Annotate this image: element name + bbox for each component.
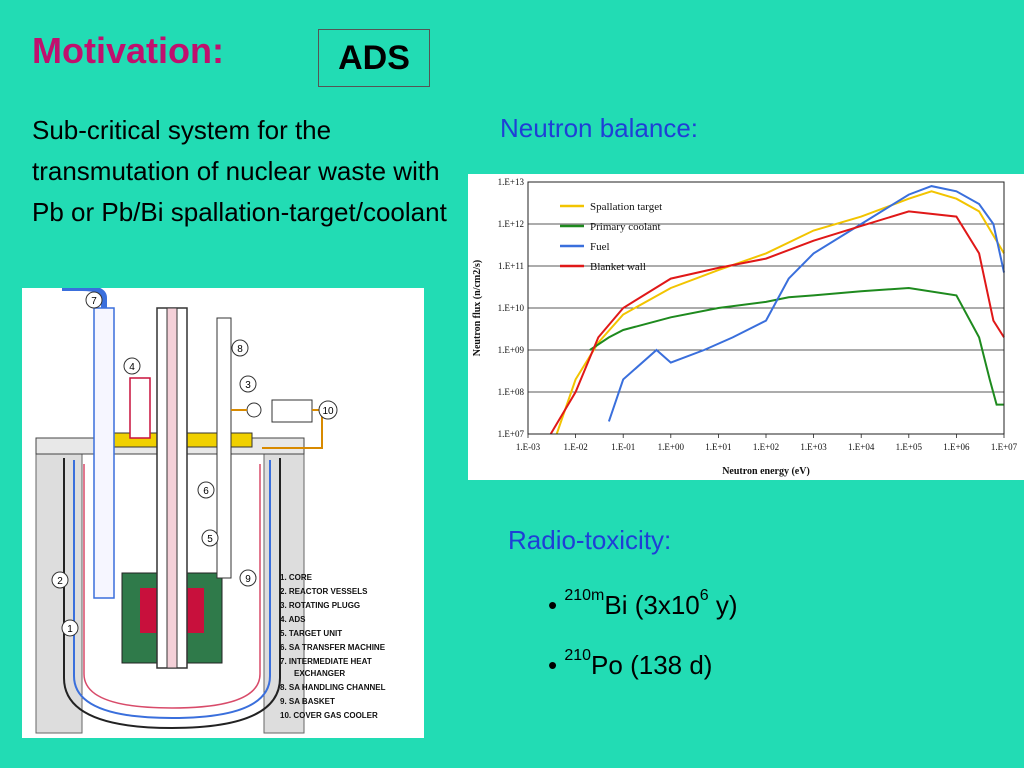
callout-9: 9 [245, 574, 251, 585]
legend-line: 6. SA TRANSFER MACHINE [280, 643, 386, 652]
plot-frame [527, 181, 1005, 435]
isotope-mass-bi: 210m [564, 587, 605, 605]
legend-line: 2. REACTOR VESSELS [280, 587, 368, 596]
legend-line: 1. CORE [280, 573, 313, 582]
neutron-flux-chart: 1.E+07 1.E+08 1.E+09 1.E+10 1.E+11 1.E+12 1.E+… [468, 174, 1024, 480]
cover-gas-cooler-fan [246, 402, 262, 418]
legend-line: 10. COVER GAS COOLER [280, 711, 378, 720]
callout-3: 3 [245, 380, 251, 391]
callout-circle [201, 529, 219, 547]
chart-svg: 1.E+07 1.E+08 1.E+09 1.E+10 1.E+11 1.E+12 1.E+… [472, 177, 1018, 477]
callout-4: 4 [129, 362, 135, 373]
slide-title: Motivation: [32, 30, 224, 71]
series-line-blanket-wall [549, 210, 1005, 435]
legend-line: 4. ADS [280, 615, 306, 624]
series-line-spallation-target [555, 190, 1005, 435]
x-tick-label: 1.E-01 [611, 442, 635, 452]
isotope-mass-po: 210 [564, 647, 592, 665]
y-axis-label: Neutron flux (n/cm2/s) [472, 260, 483, 356]
legend-line: 8. SA HANDLING CHANNEL [280, 683, 386, 692]
legend-line: 3. ROTATING PLUGG [280, 601, 360, 610]
x-tick-label: 1.E+02 [753, 442, 779, 452]
x-tick-label: 1.E+05 [896, 442, 923, 452]
x-tick-label: 1.E+06 [943, 442, 970, 452]
y-tick-label: 1.E+11 [498, 261, 524, 271]
series-line-fuel [607, 185, 1005, 422]
y-tick-label: 1.E+09 [498, 345, 525, 355]
callout-circle [239, 569, 257, 587]
chart-series-layer [549, 185, 1005, 435]
halflife-bi-pre: (3x10 [627, 590, 700, 620]
x-axis-label: Neutron energy (eV) [722, 466, 810, 477]
halflife-bi-exp: 6 [699, 587, 709, 605]
outer-vessel [63, 458, 281, 730]
reactor-diagram-svg: 7 4 8 3 10 6 5 9 2 1 1. CORE 2. REACTOR … [35, 285, 386, 734]
radio-toxicity-heading: Radio-toxicity: [508, 525, 672, 555]
flow-line [83, 464, 261, 709]
inner-vessel [73, 460, 271, 720]
y-tick-label: 1.E+10 [498, 303, 525, 313]
callout-circle [231, 339, 249, 357]
legend-line: EXCHANGER [294, 669, 345, 678]
callout-circle [318, 400, 338, 420]
element-po: Po [591, 650, 623, 680]
legend-entry: Primary coolant [590, 221, 661, 233]
x-tick-label: 1.E+00 [658, 442, 685, 452]
diagram-legend: 1. CORE 2. REACTOR VESSELS 3. ROTATING P… [280, 573, 386, 720]
beam-tube [166, 307, 178, 669]
bullet-dot: • [548, 650, 558, 680]
cover-gas-cooler [271, 399, 313, 423]
callout-8: 8 [237, 344, 243, 355]
description-text: Sub-critical system for the transmutatio… [32, 115, 447, 227]
legend-line: 7. INTERMEDIATE HEAT [280, 657, 372, 666]
y-tick-label: 1.E+13 [498, 177, 525, 187]
x-tick-label: 1.E-03 [516, 442, 541, 452]
callout-2: 2 [57, 576, 63, 587]
element-bi: Bi [604, 590, 628, 620]
y-tick-label: 1.E+08 [498, 387, 525, 397]
callout-circle [197, 481, 215, 499]
x-tick-label: 1.E-02 [563, 442, 587, 452]
bullet-bi-210m: • 210mBi (3x106 y) [548, 587, 738, 621]
legend-entry: Spallation target [590, 201, 662, 213]
legend-entry: Blanket wall [590, 261, 646, 273]
x-tick-label: 1.E+03 [800, 442, 827, 452]
x-tick-label: 1.E+07 [991, 442, 1018, 452]
callout-6: 6 [203, 486, 209, 497]
ads-label-box: ADS [318, 29, 430, 87]
callout-1: 1 [67, 624, 73, 635]
callout-circle [123, 357, 141, 375]
callout-circle [51, 571, 69, 589]
cooler-pipe [231, 409, 323, 449]
reactor-diagram: 7 4 8 3 10 6 5 9 2 1 1. CORE 2. REACTOR … [22, 285, 424, 738]
legend-entry: Fuel [590, 241, 610, 253]
y-tick-label: 1.E+12 [498, 219, 524, 229]
neutron-balance-heading: Neutron balance: [500, 113, 699, 143]
callout-7: 7 [91, 296, 97, 307]
callout-circle [239, 375, 257, 393]
chart-grid [528, 181, 1004, 435]
hx-pipe [62, 285, 107, 308]
callout-circle [85, 291, 103, 309]
ads-unit [129, 377, 151, 439]
heat-exchanger [93, 307, 115, 599]
bullet-po-210: • 210Po (138 d) [548, 647, 713, 681]
x-tick-label: 1.E+01 [705, 442, 731, 452]
concrete-left [35, 452, 83, 734]
x-tick-label: 1.E+04 [848, 442, 875, 452]
y-tick-label: 1.E+07 [498, 429, 525, 439]
bullet-dot: • [548, 590, 558, 620]
legend-line: 9. SA BASKET [280, 697, 335, 706]
sa-handling-channel [216, 317, 232, 579]
callout-10: 10 [322, 406, 334, 417]
halflife-po: (138 d) [622, 650, 713, 680]
callout-circle [61, 619, 79, 637]
chart-axes: 1.E+07 1.E+08 1.E+09 1.E+10 1.E+11 1.E+12 1.E+… [472, 177, 1018, 477]
callout-5: 5 [207, 534, 213, 545]
series-line-primary-coolant [589, 286, 1004, 406]
halflife-bi-post: y) [708, 590, 738, 620]
callouts: 7 4 8 3 10 6 5 9 2 1 [51, 291, 338, 637]
legend-line: 5. TARGET UNIT [280, 629, 342, 638]
